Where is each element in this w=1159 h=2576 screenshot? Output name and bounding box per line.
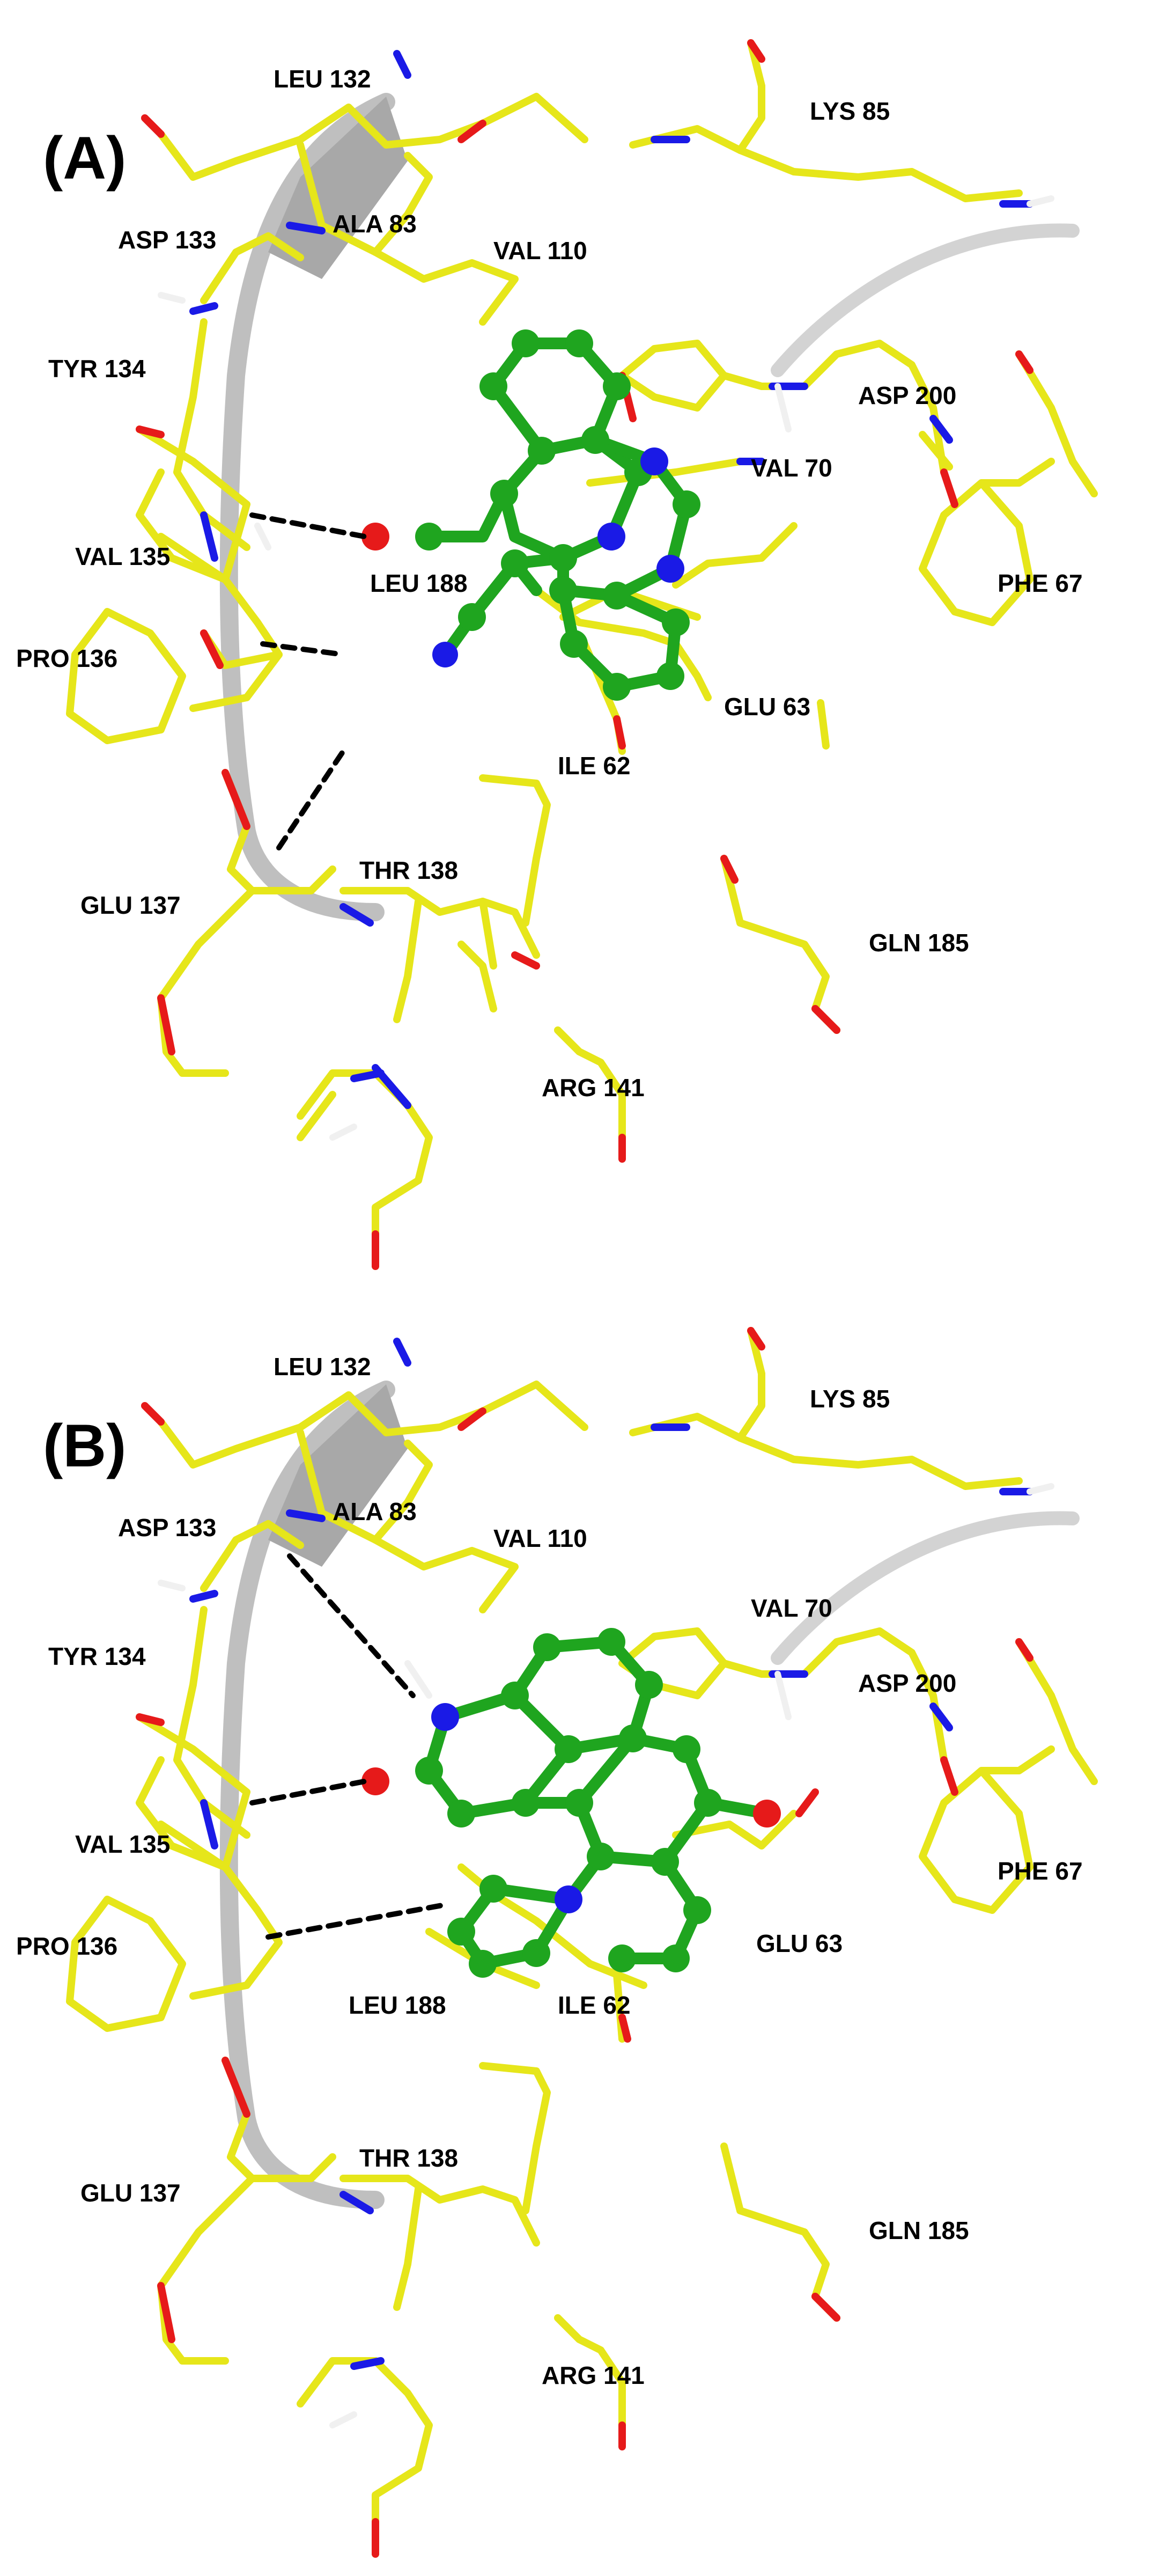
residue-label-val135: VAL 135 xyxy=(75,1830,171,1858)
residue-label-lys85: LYS 85 xyxy=(810,1385,890,1413)
panel-a: (A) LEU 132 LYS 85 ALA 83 ASP 133 VAL 11… xyxy=(16,39,1098,1270)
ribbon-arrow xyxy=(268,97,408,279)
panel-b: (B) LEU 132 LYS 85 ALA 83 ASP 133 VAL 11… xyxy=(0,1288,1159,2575)
panel-a-structure xyxy=(66,39,1098,1270)
ligand-atoms xyxy=(361,329,700,701)
residue-label-val135: VAL 135 xyxy=(75,542,171,570)
residue-label-asp133: ASP 133 xyxy=(118,226,217,254)
panel-label: (A) xyxy=(43,124,127,192)
hydrogen-atoms xyxy=(158,195,1054,1141)
residue-label-thr138: THR 138 xyxy=(359,856,459,884)
residue-label-asp200: ASP 200 xyxy=(858,381,957,409)
residue-label-tyr134: TYR 134 xyxy=(48,355,146,383)
ligand-atoms xyxy=(361,1628,781,1978)
residue-label-ala83: ALA 83 xyxy=(333,210,417,238)
residue-label-ile62: ILE 62 xyxy=(558,1991,631,2019)
residue-label-arg141: ARG 141 xyxy=(542,2361,645,2389)
ribbon-arrow xyxy=(268,1384,408,1567)
residue-label-leu188: LEU 188 xyxy=(370,569,468,597)
hydrogen-atoms xyxy=(158,1483,1054,2428)
residue-label-val70: VAL 70 xyxy=(751,454,832,482)
residue-label-val110: VAL 110 xyxy=(493,237,587,265)
residue-label-phe67: PHE 67 xyxy=(998,1857,1083,1885)
backbone-ribbon-upper xyxy=(771,1511,1080,1665)
residue-label-phe67: PHE 67 xyxy=(998,569,1083,597)
residue-label-glu137: GLU 137 xyxy=(80,2179,181,2207)
residue-label-gln185: GLN 185 xyxy=(869,2217,969,2244)
residue-label-tyr134: TYR 134 xyxy=(48,1642,146,1670)
residue-label-arg141: ARG 141 xyxy=(542,1074,645,1102)
residue-label-leu132: LEU 132 xyxy=(274,65,371,93)
residue-label-lys85: LYS 85 xyxy=(810,97,890,125)
residue-label-glu63: GLU 63 xyxy=(756,1929,843,1957)
residue-label-ile62: ILE 62 xyxy=(558,752,631,780)
residue-label-asp200: ASP 200 xyxy=(858,1669,957,1697)
residue-label-leu132: LEU 132 xyxy=(274,1353,371,1381)
residue-label-glu137: GLU 137 xyxy=(80,891,181,919)
oxygen-atoms xyxy=(136,1327,1033,2558)
hydrogen-bonds xyxy=(249,1553,448,1940)
residue-label-gln185: GLN 185 xyxy=(869,929,969,957)
residue-label-leu188: LEU 188 xyxy=(349,1991,446,2019)
hydrogen-bonds xyxy=(249,512,367,850)
residue-label-pro136: PRO 136 xyxy=(16,1932,118,1960)
residue-label-pro136: PRO 136 xyxy=(16,644,118,672)
residue-label-val70: VAL 70 xyxy=(751,1594,832,1622)
residue-label-ala83: ALA 83 xyxy=(333,1498,417,1525)
residue-label-thr138: THR 138 xyxy=(359,2144,459,2172)
residue-label-asp133: ASP 133 xyxy=(118,1514,217,1542)
residue-label-glu63: GLU 63 xyxy=(724,693,811,721)
panel-b-structure xyxy=(66,1327,1098,2558)
residue-label-val110: VAL 110 xyxy=(493,1524,587,1552)
panel-label: (B) xyxy=(43,1412,127,1479)
backbone-ribbon-upper xyxy=(771,223,1080,377)
